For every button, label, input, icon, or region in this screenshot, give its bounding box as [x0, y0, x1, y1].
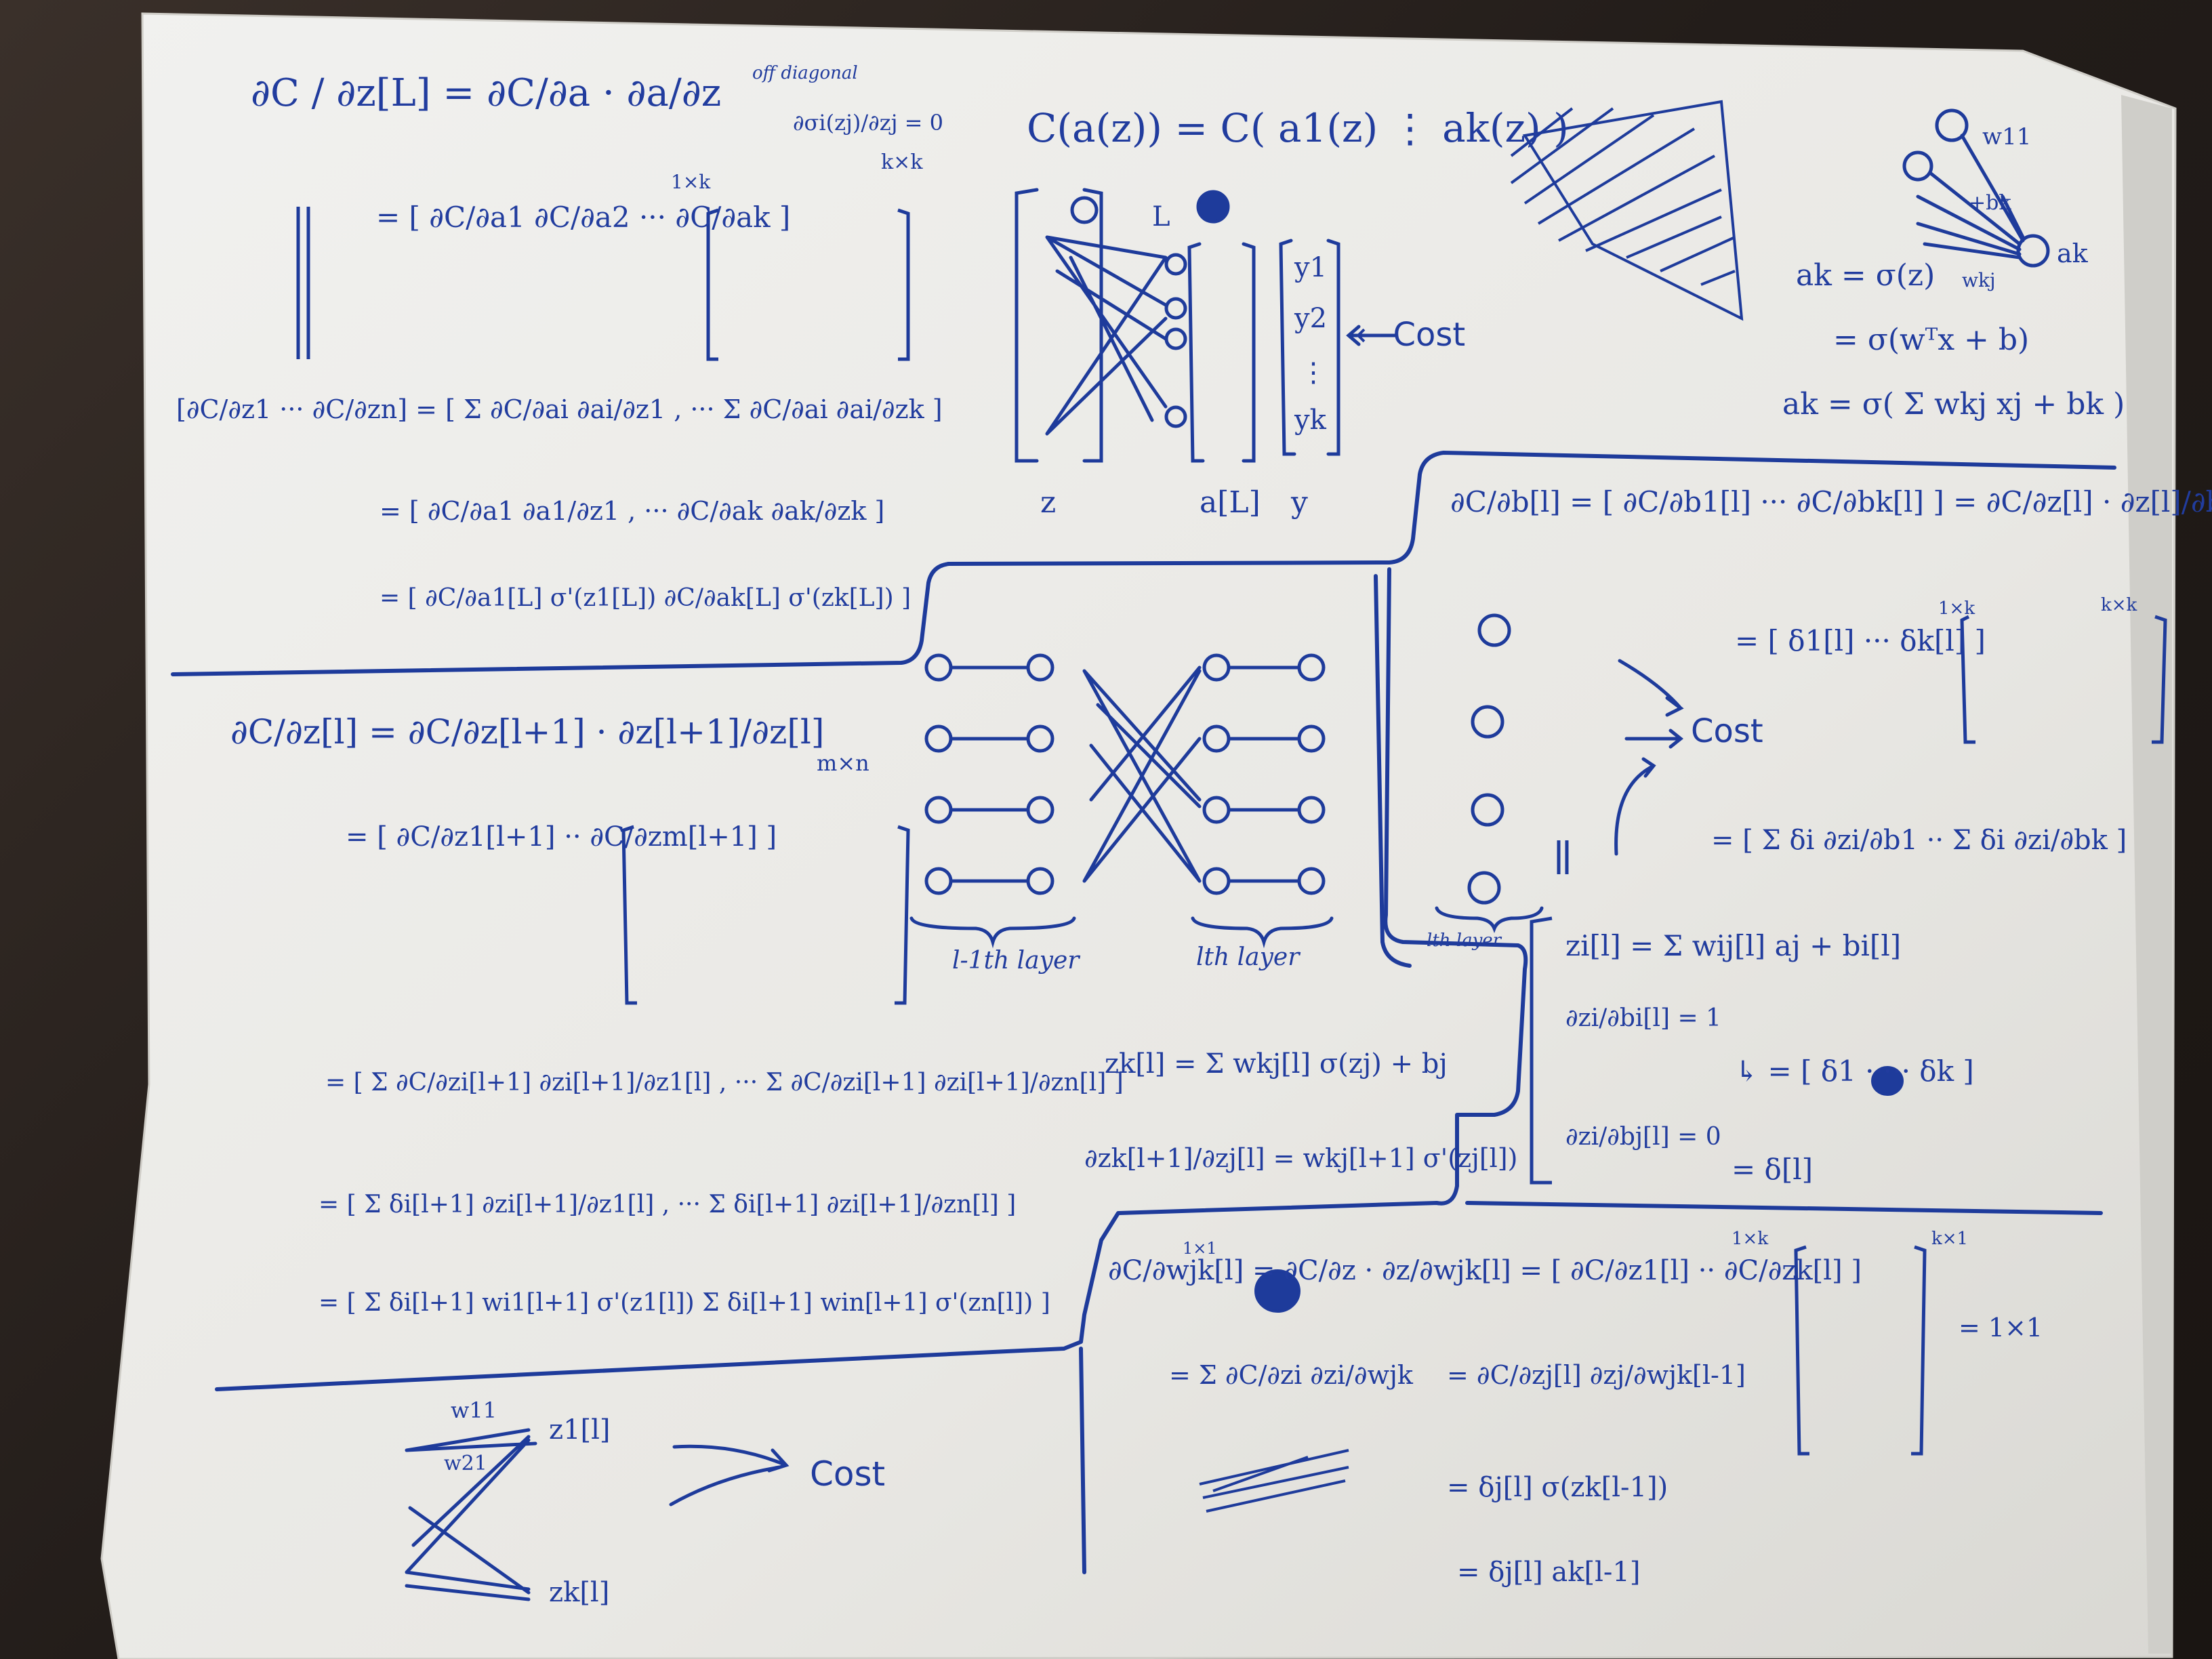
delta-sigma-equation: = δj[l] σ(zk[l-1]) [1447, 1472, 1668, 1503]
activation-eq-3: ak = σ( Σ wkj xj + bk ) [1782, 387, 2125, 422]
dims-1x1-top: 1×1 [1183, 1239, 1217, 1258]
divider-right-bottom [1465, 1201, 2103, 1215]
vector-z-label: z [1040, 485, 1057, 520]
neuron-x2 [1902, 150, 1933, 182]
off-diagonal-equation: ∂σi(zj)/∂zj = 0 [793, 110, 943, 136]
dzi-dbj-equation: ∂zi/∂bj[l] = 0 [1565, 1123, 1721, 1151]
vector-a-label: a[L] [1200, 485, 1261, 520]
zi-equation: zi[l] = Σ wij[l] aj + bi[l] [1565, 929, 1902, 962]
weight-w11-label: w11 [1982, 123, 2032, 150]
cost-label-bottom: Cost [810, 1454, 886, 1494]
scribble-blob-1 [1254, 1269, 1300, 1313]
zk-equation: zk[l] = Σ wkj[l] σ(zj) + bj [1105, 1048, 1448, 1080]
node-z1-label: z1[l] [549, 1414, 611, 1446]
weight-chain-equation: = ∂C/∂zj[l] ∂zj/∂wjk[l-1] [1447, 1360, 1746, 1390]
node-z1-top [1070, 196, 1099, 224]
delta-row: = [ δ1[l] ··· δk[l] ] [1735, 624, 1986, 657]
y-label-1: y1 [1294, 252, 1328, 283]
weight-gradient-equation: ∂C/∂wjk[l] = ∂C/∂z · ∂z/∂wjk[l] = [ ∂C/∂… [1108, 1255, 1862, 1286]
bias-gradient-equation: ∂C/∂b[l] = [ ∂C/∂b1[l] ··· ∂C/∂bk[l] ] =… [1450, 485, 2212, 518]
neuron-x1 [1935, 108, 1969, 142]
gradient-row: = [ ∂C/∂a1 ∂C/∂a2 ··· ∂C/∂ak ] [376, 201, 791, 234]
cost-label-middle: Cost [1691, 712, 1763, 750]
activation-eq-1: ak = σ(z) [1796, 258, 1936, 293]
dims-1xk: 1×k [671, 171, 711, 193]
bracket-z-left [1015, 188, 1039, 463]
dims-1x1-result: = 1×1 [1959, 1313, 2043, 1343]
cost-function-equation: C(a(z)) = C( a1(z) ⋮ ak(z) ) [1027, 105, 1569, 151]
y-label-k: yk [1294, 405, 1326, 436]
sum-row: [∂C/∂z1 ··· ∂C/∂zn] = [ Σ ∂C/∂ai ∂ai/∂z1… [176, 394, 943, 424]
off-diagonal-note: off diagonal [752, 63, 858, 83]
layer-lth-label-right: lth layer [1427, 930, 1502, 951]
bracket-a-right [1242, 242, 1256, 463]
brace-lth-layer-right [1435, 906, 1544, 933]
delta-a-equation: = δj[l] ak[l-1] [1457, 1557, 1641, 1588]
divider-top-left [171, 451, 2116, 676]
cost-arrow [1346, 325, 1398, 346]
dims-mxn: m×n [817, 750, 869, 776]
y-label-2: y2 [1294, 303, 1328, 334]
dims-kx1-bottom: k×1 [1931, 1229, 1969, 1249]
brace-l-layer [1191, 916, 1334, 949]
dims-1xk-right: 1×k [1938, 598, 1975, 619]
divider-vertical-bottom [1079, 1347, 1086, 1574]
bracket-z-right [1082, 188, 1103, 463]
chain-row-3: = [ Σ δi[l+1] ∂zi[l+1]/∂z1[l] , ··· Σ δi… [319, 1191, 1017, 1218]
brace-l-1-layer [909, 916, 1076, 949]
vector-y-label: y [1291, 485, 1308, 520]
dims-1xk-bottom: 1×k [1732, 1229, 1769, 1249]
activation-eq-2: = σ(wᵀx + b) [1833, 323, 2030, 357]
weight-w21-bottom: w21 [444, 1452, 487, 1475]
chain-row-1: = [ ∂C/∂z1[l+1] ·· ∂C/∂zm[l+1] ] [346, 821, 777, 853]
chain-row-4: = [ Σ δi[l+1] wi1[l+1] σ'(z1[l]) Σ δi[l+… [319, 1289, 1050, 1317]
chain-row-2: = [ Σ ∂C/∂zi[l+1] ∂zi[l+1]/∂z1[l] , ··· … [325, 1069, 1124, 1097]
cost-label-top: ← Cost [1355, 316, 1466, 354]
bracket-y-right [1326, 239, 1340, 456]
bracket-y-left [1279, 239, 1296, 456]
weight-sum-equation: = Σ ∂C/∂zi ∂zi/∂wjk [1169, 1360, 1413, 1390]
sigma-row: = [ ∂C/∂a1[L] σ'(z1[L]) ∂C/∂ak[L] σ'(zk[… [380, 584, 912, 612]
header-equation: ∂C / ∂z[L] = ∂C/∂a · ∂a/∂z [251, 71, 722, 115]
paper-shadow-edge [2121, 95, 2172, 1654]
neuron-output [2016, 234, 2050, 268]
output-ak-label: ak [2057, 239, 2088, 268]
divider-middle [215, 567, 1528, 1391]
weight-wkj-label: wkj [1962, 269, 1996, 291]
node-top-center [1196, 190, 1230, 224]
layer-l-label: lth layer [1196, 943, 1300, 971]
dims-kxk-right: k×k [2101, 595, 2137, 615]
dz-equation: ∂zk[l+1]/∂zj[l] = wkj[l+1] σ'(zj[l]) [1084, 1143, 1518, 1173]
chain-rule-equation: ∂C/∂z[l] = ∂C/∂z[l+1] · ∂z[l+1]/∂z[l] [230, 712, 825, 752]
scribble-blob-2 [1871, 1066, 1904, 1096]
node-zk-label: zk[l] [549, 1577, 610, 1608]
delta-vector: ↳ = [ δ1 ····· δk ] [1735, 1054, 1974, 1088]
delta-result: = δ[l] [1732, 1153, 1814, 1186]
dims-kxk: k×k [881, 150, 923, 174]
sum-delta-row: = [ Σ δi ∂zi/∂b1 ·· Σ δi ∂zi/∂bk ] [1711, 825, 2127, 856]
layer-L-label: L [1152, 201, 1170, 232]
divider-right-inner [1374, 574, 1412, 968]
layer-l-minus-1-label: l-1th layer [952, 947, 1080, 975]
bias-bk-label: +bk [1969, 191, 2011, 215]
arrow-to-cost-2 [669, 1465, 781, 1507]
dzi-dbi-equation: ∂zi/∂bi[l] = 1 [1565, 1004, 1721, 1032]
paper-sheet [100, 12, 2177, 1659]
weight-w11-bottom: w11 [451, 1397, 497, 1423]
cross-connections [1082, 665, 1202, 883]
scribble-hatch-bottom [1199, 1449, 1349, 1513]
diag-row: = [ ∂C/∂a1 ∂a1/∂z1 , ··· ∂C/∂ak ∂ak/∂zk … [380, 496, 885, 526]
y-label-dots: ⋮ [1300, 357, 1327, 388]
bracket-a-left [1187, 242, 1205, 463]
